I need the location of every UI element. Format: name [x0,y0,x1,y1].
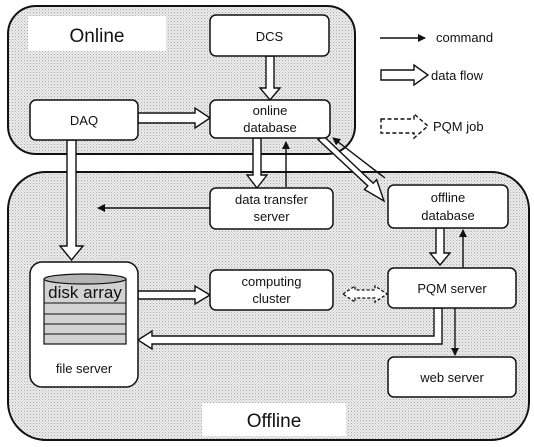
offline-database-label-line1: offline [431,190,465,205]
online-label-box [28,16,166,51]
data-flow-arrows [58,55,452,351]
offline-database-label-line2: database [421,208,475,223]
legend-pqm-job-arrow [380,112,430,140]
offline-region-label: Offline [247,411,302,432]
disk-array-label: disk array [48,283,122,302]
computing-cluster-node: computing cluster [209,269,334,311]
daq-node: DAQ [29,99,139,141]
data-transfer-label-line2: server [253,209,290,224]
data-transfer-label-line1: data transfer [235,192,309,207]
online-database-label-line2: database [243,120,297,135]
dcs-node: DCS [209,14,330,57]
legend: command data flow PQM job [380,30,493,140]
file-server-node: disk array file server [29,261,139,388]
legend-data-flow-arrow [380,63,430,87]
online-region-label: Online [70,26,125,47]
flow-pqm-to-file-server [136,307,443,351]
flow-daq-to-file-server [58,139,85,262]
legend-pqm-job-label: PQM job [433,119,484,134]
computing-cluster-label-line2: cluster [252,291,291,306]
legend-data-flow-label: data flow [431,68,484,83]
flow-online-db-to-offline-db [316,135,386,203]
file-server-label: file server [56,361,113,376]
flow-offline-db-to-pqm [428,227,452,267]
offline-label-box [202,403,346,436]
computing-cluster-label-line1: computing [242,274,302,289]
pqm-server-node: PQM server [387,267,517,309]
online-database-label-line1: online [253,103,288,118]
flow-dcs-to-online-db [258,55,282,102]
web-server-node: web server [387,356,517,398]
dcs-label: DCS [256,29,284,44]
web-server-label: web server [419,370,484,385]
offline-database-node: offline database [387,184,509,229]
daq-label: DAQ [70,113,98,128]
data-transfer-server-node: data transfer server [209,187,334,230]
online-database-node: online database [209,99,331,139]
flow-online-db-to-transfer [245,137,269,190]
flow-disk-to-computing [137,284,212,306]
flow-daq-to-online-db [137,106,212,130]
disk-array-icon [43,273,127,345]
pqm-server-label: PQM server [417,281,487,296]
pqm-job-arrow [341,284,389,304]
command-arrows [97,137,467,356]
legend-command-label: command [436,30,493,45]
cmd-offline-db-to-online-db [332,137,386,179]
